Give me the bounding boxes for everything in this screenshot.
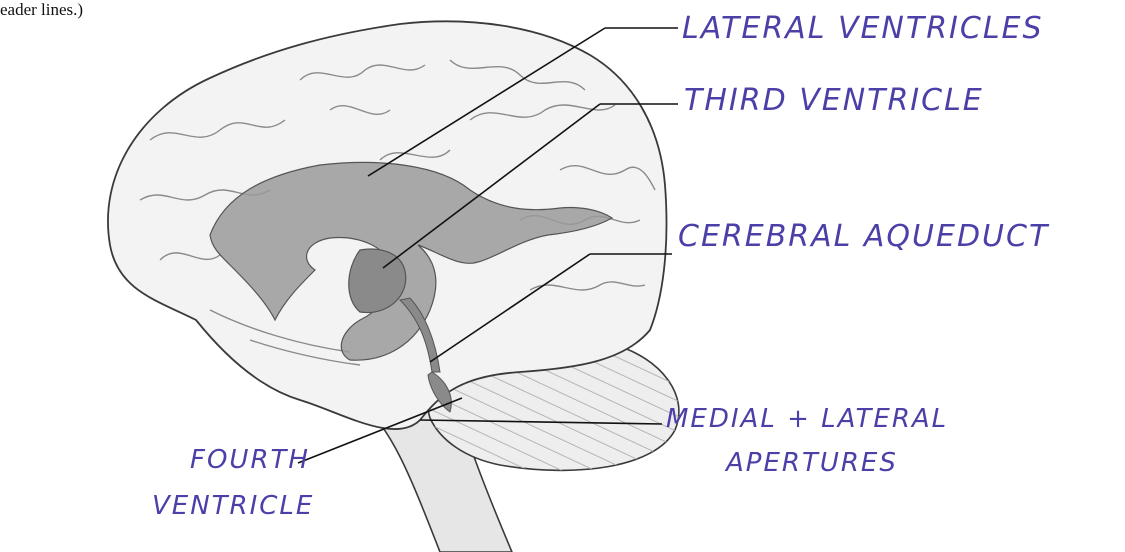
label-cerebral-aqueduct: CEREBRAL AQUEDUCT	[678, 222, 1049, 252]
label-third-ventricle: THIRD VENTRICLE	[684, 86, 984, 116]
label-lateral-ventricles: LATERAL VENTRICLES	[682, 14, 1044, 44]
label-medial-lateral-line1: MEDIAL + LATERAL	[666, 406, 948, 432]
label-medial-lateral-line2: APERTURES	[726, 450, 898, 476]
caption-fragment: eader lines.)	[0, 0, 83, 20]
label-fourth-line1: FOURTH	[190, 447, 310, 473]
label-fourth-line2: VENTRICLE	[152, 493, 314, 519]
